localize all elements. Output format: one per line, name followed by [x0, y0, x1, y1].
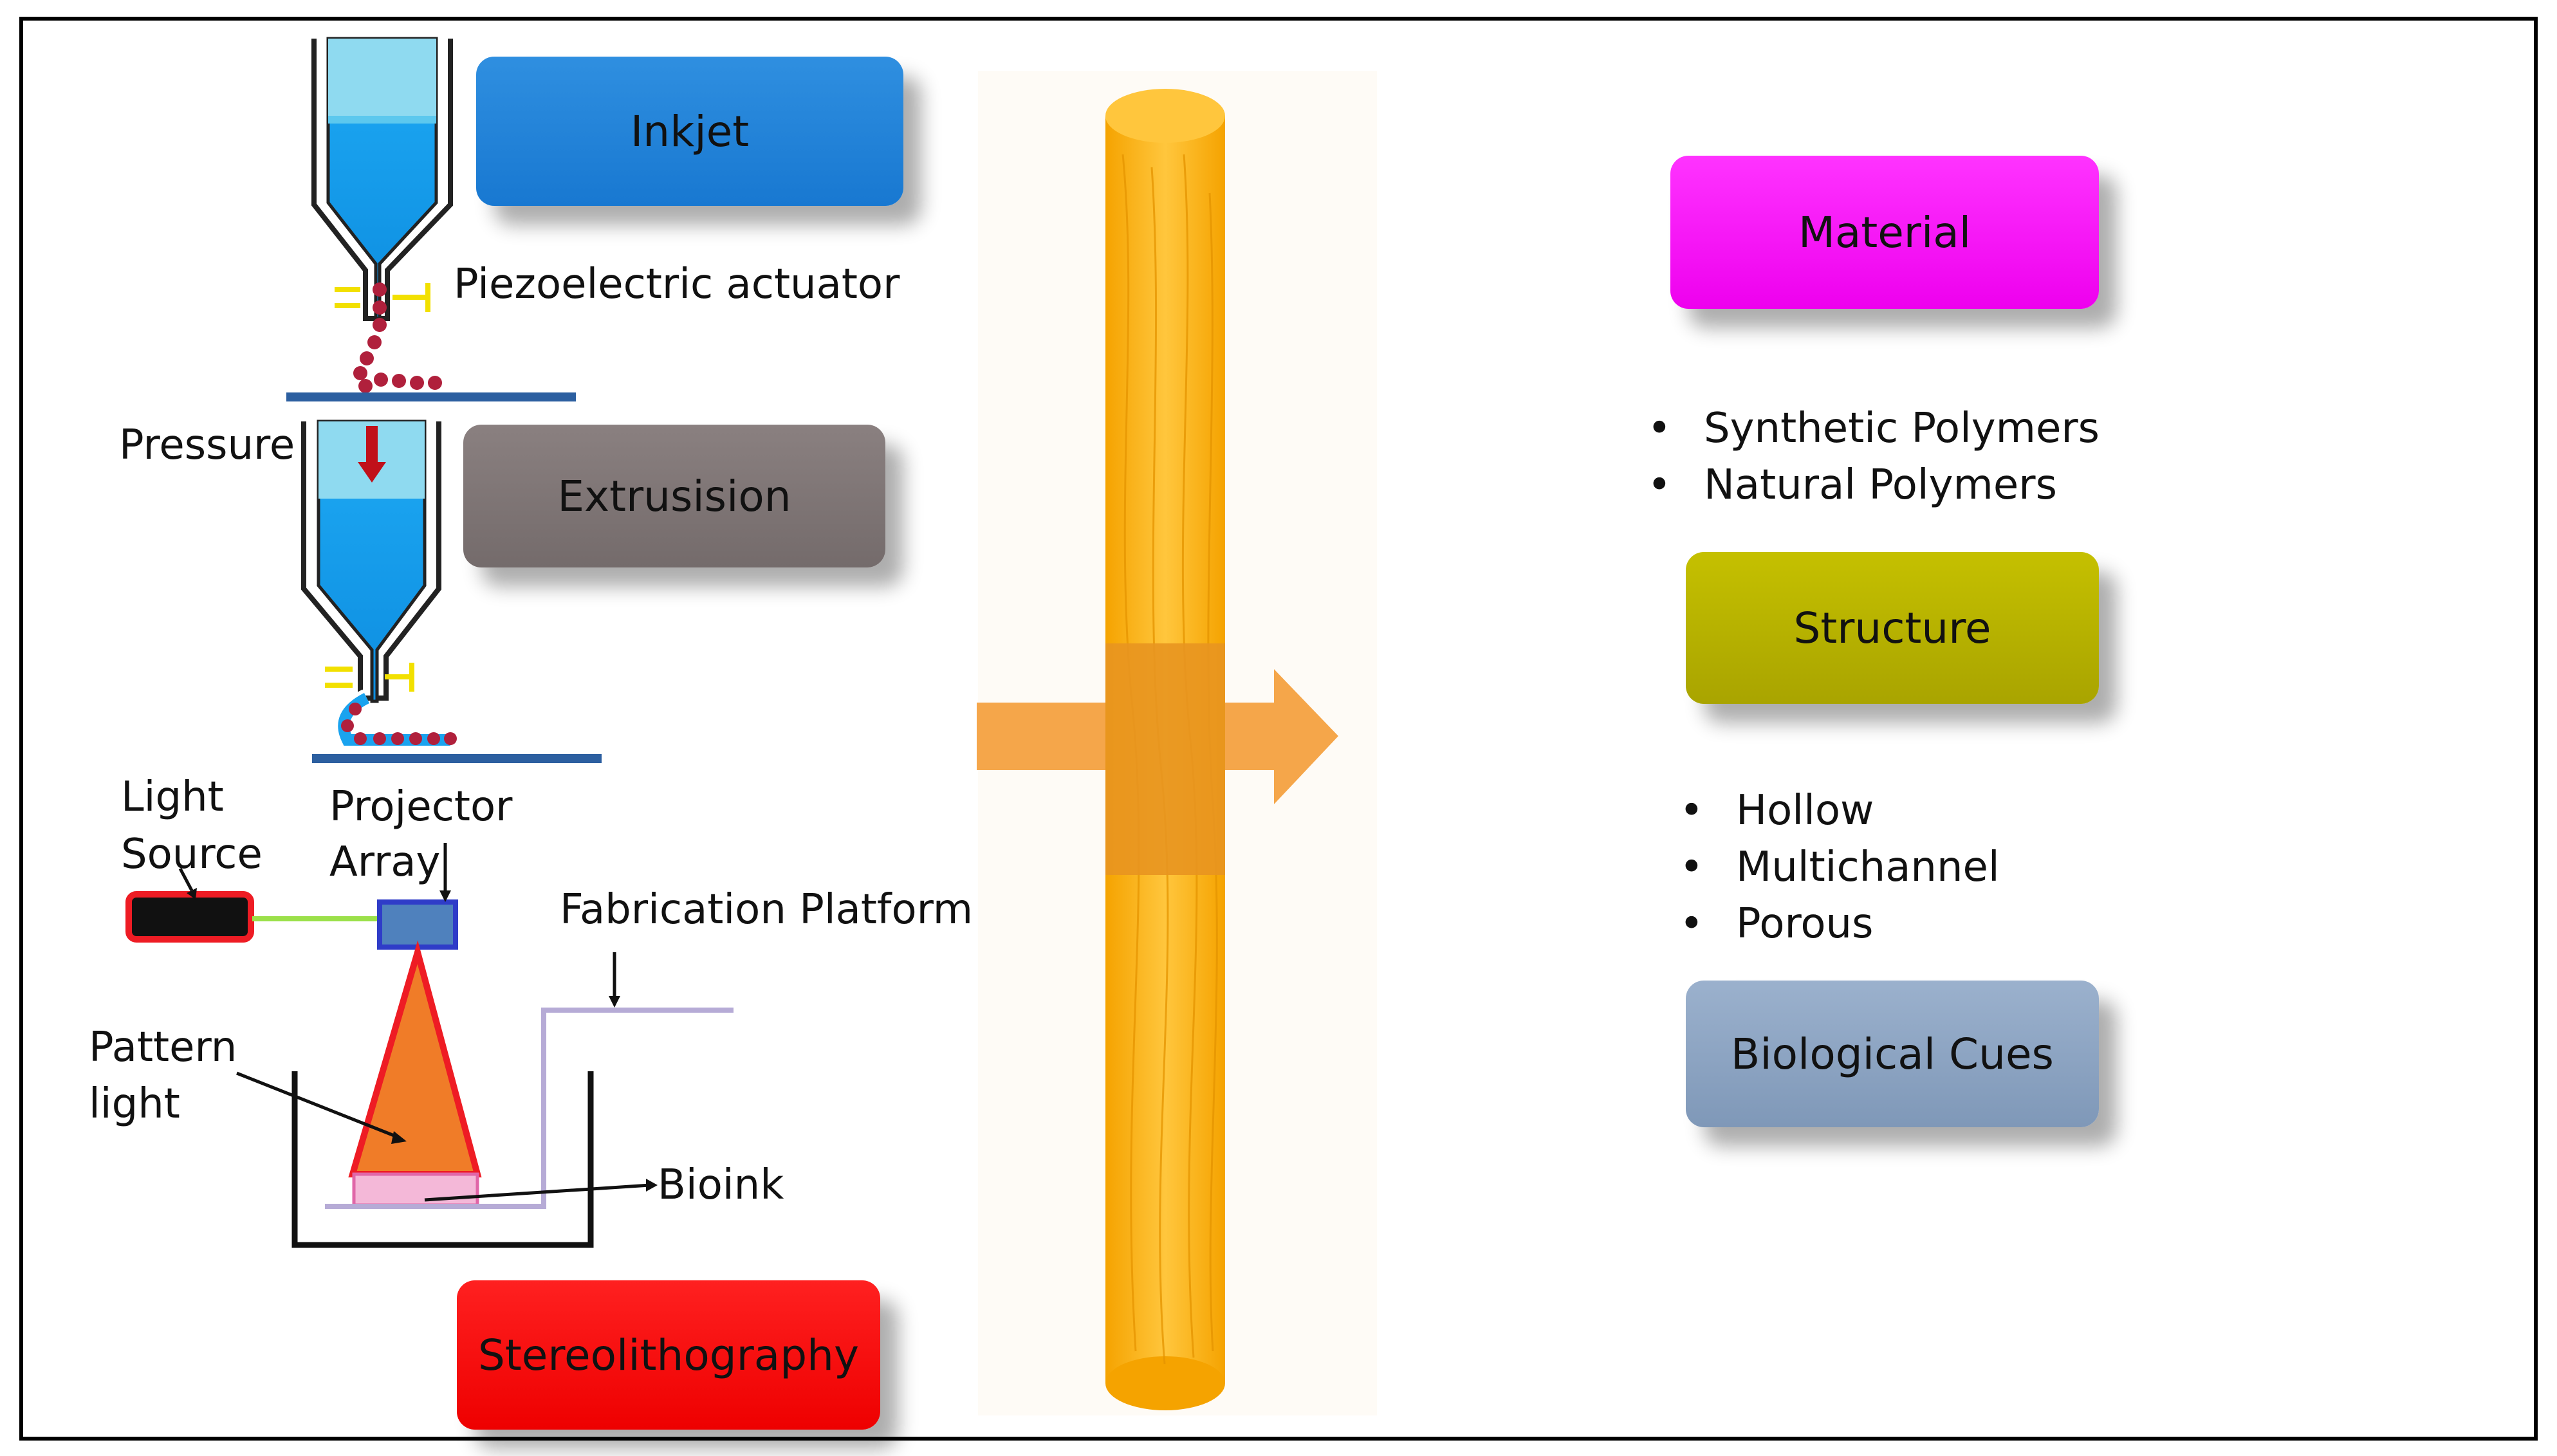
- projector-label-line2: Array: [329, 838, 441, 886]
- stereolithography-title: Stereolithography: [477, 1330, 860, 1380]
- bioink-label: Bioink: [658, 1161, 784, 1209]
- list-item: Porous: [1679, 896, 2000, 952]
- light-source-label-line1: Light: [121, 773, 224, 821]
- material-list: Synthetic Polymers Natural Polymers: [1647, 400, 2100, 513]
- list-item: Hollow: [1679, 782, 2000, 839]
- resin-vat: [291, 1071, 594, 1248]
- light-source-label-line2: Source: [121, 831, 263, 878]
- material-title: Material: [1798, 207, 1971, 257]
- stereolithography-button[interactable]: Stereolithography: [457, 1280, 880, 1430]
- biological-cues-title: Biological Cues: [1731, 1029, 2054, 1079]
- extrusion-substrate: [312, 754, 602, 763]
- extrusion-button[interactable]: Extrusision: [463, 425, 885, 567]
- arrow-tail: [977, 703, 1105, 770]
- list-item: Synthetic Polymers: [1647, 400, 2100, 457]
- inkjet-substrate: [286, 392, 576, 401]
- droplets-icon: [353, 282, 442, 393]
- extrusion-title: Extrusision: [557, 471, 791, 521]
- pattern-light-label-line2: light: [89, 1080, 180, 1128]
- structure-button[interactable]: Structure: [1686, 552, 2099, 704]
- stereolithography-setup: [125, 843, 734, 1248]
- projector-label-line1: Projector: [329, 783, 513, 831]
- fabrication-platform-label: Fabrication Platform: [560, 886, 974, 934]
- pressure-arrow-icon: [358, 426, 386, 483]
- inkjet-button[interactable]: Inkjet: [476, 57, 903, 206]
- biological-cues-button[interactable]: Biological Cues: [1686, 981, 2099, 1127]
- fabrication-platform: [325, 1008, 734, 1209]
- bioink-layer: [352, 1172, 479, 1207]
- structure-title: Structure: [1793, 603, 1991, 653]
- pattern-light-cone: [348, 940, 482, 1177]
- nerve-conduit: [977, 71, 1377, 1415]
- material-button[interactable]: Material: [1670, 156, 2099, 309]
- arrow-head-icon: [1274, 669, 1338, 804]
- extruded-beads-icon: [341, 703, 457, 745]
- light-source-icon: [125, 891, 254, 943]
- inkjet-nozzle: [286, 37, 576, 401]
- list-item: Multichannel: [1679, 839, 2000, 896]
- arrow-band: [1105, 643, 1225, 875]
- projector-array-icon: [377, 899, 458, 950]
- piezo-actuator-icon-2: [325, 663, 414, 692]
- extrusion-nozzle: [301, 419, 602, 763]
- inkjet-title: Inkjet: [630, 106, 750, 156]
- piezo-actuator-icon: [335, 283, 430, 312]
- list-item: Natural Polymers: [1647, 457, 2100, 513]
- piezo-label: Piezoelectric actuator: [454, 261, 900, 308]
- pattern-light-label-line1: Pattern: [89, 1024, 237, 1071]
- pressure-label: Pressure: [119, 421, 295, 469]
- structure-list: Hollow Multichannel Porous: [1679, 782, 2000, 952]
- figure-frame: [19, 17, 2538, 1441]
